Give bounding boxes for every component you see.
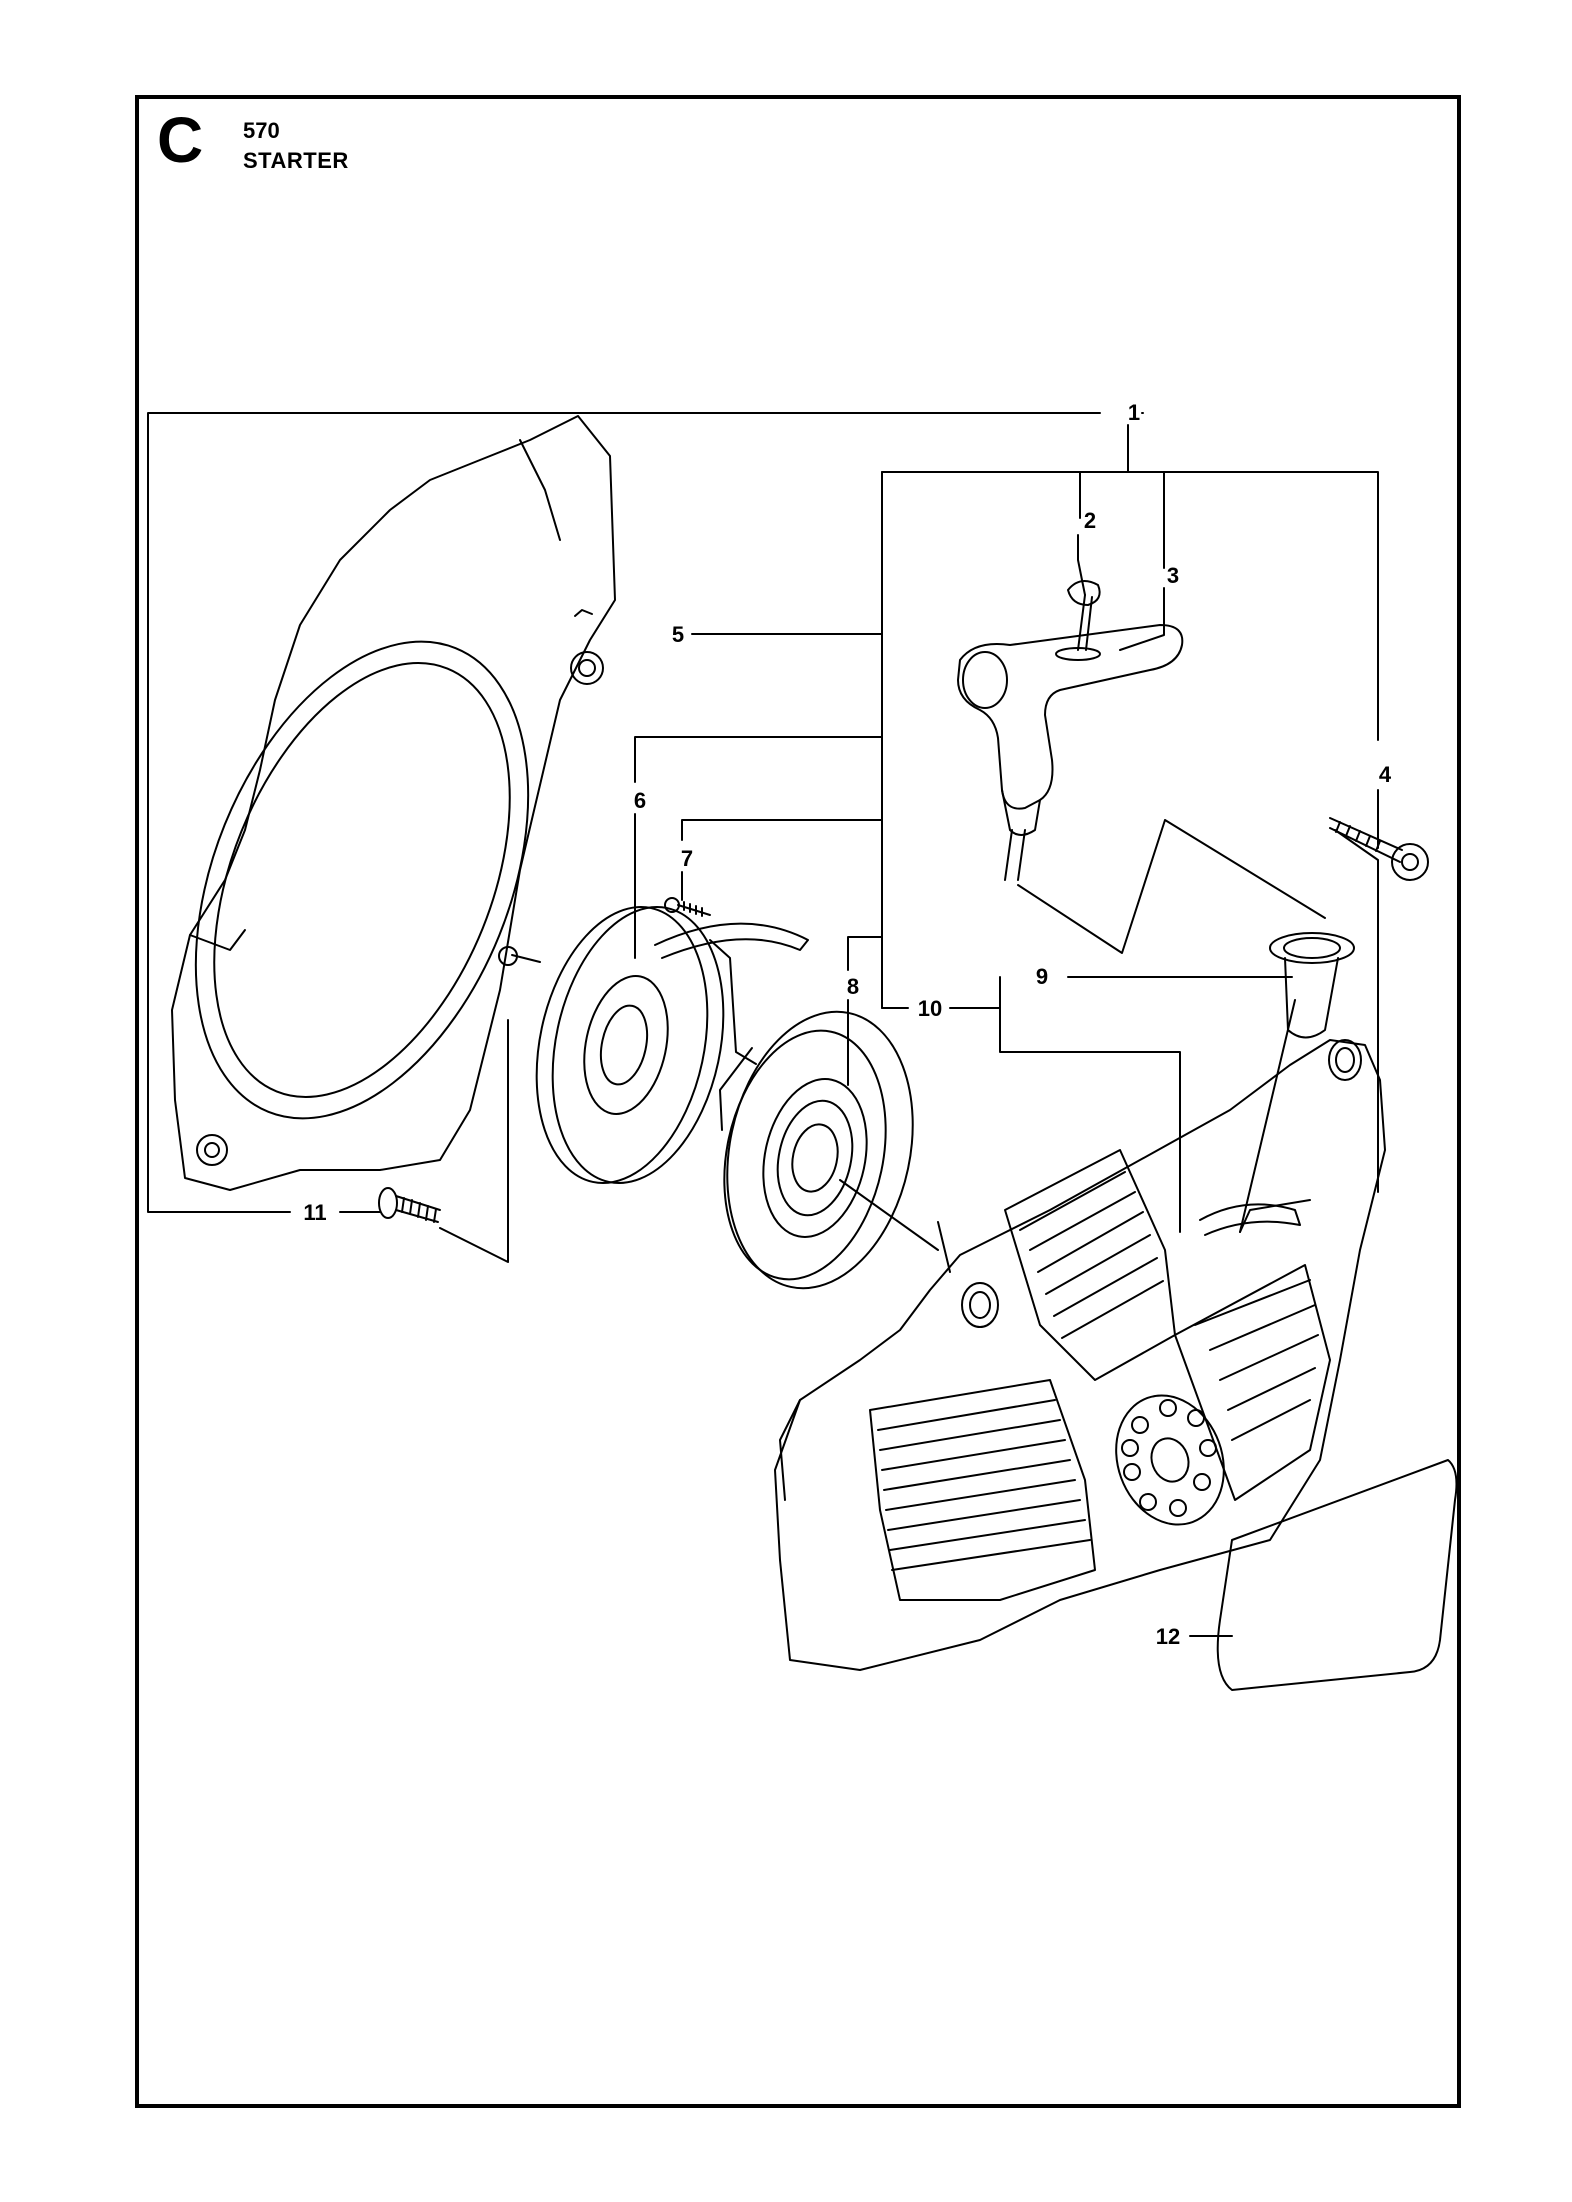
section-letter: C bbox=[157, 104, 204, 176]
callout-3: 3 bbox=[1167, 563, 1179, 588]
callout-4: 4 bbox=[1379, 762, 1392, 787]
screw-shape bbox=[1329, 817, 1429, 881]
starter-handle-shape bbox=[957, 580, 1184, 881]
decal-shape bbox=[1216, 1459, 1458, 1691]
pulley-screw-shape bbox=[664, 897, 711, 917]
recoil-cassette-shape bbox=[719, 1010, 939, 1290]
callout-1: 1 bbox=[1128, 400, 1140, 425]
callout-7: 7 bbox=[681, 846, 693, 871]
callout-10: 10 bbox=[918, 996, 942, 1021]
callout-6: 6 bbox=[634, 788, 646, 813]
leader-lines bbox=[147, 412, 1379, 1637]
page-frame bbox=[135, 95, 1461, 2108]
callout-labels: 1 2 3 4 5 6 7 8 9 10 11 12 bbox=[303, 400, 1392, 1649]
starter-housing-shape bbox=[774, 1039, 1386, 1671]
callout-12: 12 bbox=[1156, 1624, 1180, 1649]
housing-screw-shape bbox=[378, 1187, 441, 1223]
rope-guide-shape bbox=[1269, 932, 1355, 1039]
callout-2: 2 bbox=[1084, 508, 1096, 533]
model-number: 570 bbox=[243, 118, 280, 143]
rope-pulley-shape bbox=[498, 906, 809, 1184]
callout-11: 11 bbox=[303, 1200, 326, 1225]
section-title: STARTER bbox=[243, 148, 349, 173]
callout-5: 5 bbox=[672, 622, 684, 647]
callout-9: 9 bbox=[1036, 964, 1048, 989]
callout-8: 8 bbox=[847, 974, 859, 999]
fan-cover-shape bbox=[171, 415, 616, 1191]
